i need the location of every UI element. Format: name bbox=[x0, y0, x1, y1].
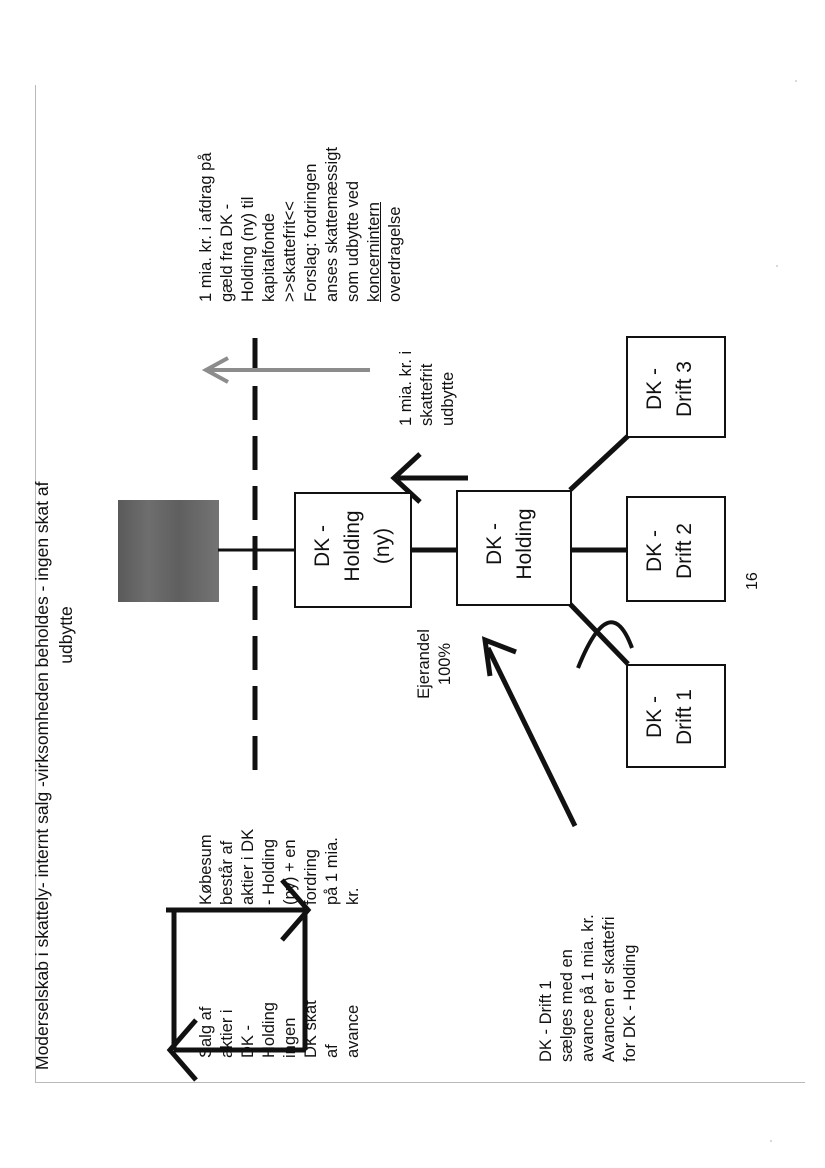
note-afdrag-line: anses skattemæssigt bbox=[323, 147, 341, 302]
note-share-sale: Salg af aktier i DK - Holding ingen DK s… bbox=[196, 1000, 364, 1058]
box-holding-ny-line-1: DK - bbox=[311, 525, 334, 567]
box-drift3-line-2: Drift 3 bbox=[673, 361, 696, 418]
arrow-share-sale-tip bbox=[280, 878, 312, 942]
note-dividend: 1 mia. kr. i skattefrit udbytte bbox=[396, 351, 459, 426]
note-afdrag-line: 1 mia. kr. i afdrag på bbox=[197, 152, 215, 303]
note-udbytte-line: skattefrit bbox=[418, 363, 436, 426]
note-salg-line: DK skat bbox=[302, 1000, 320, 1058]
note-drift1-line: Avancen er skattefri bbox=[600, 916, 618, 1062]
note-kobesum-line: - Holding bbox=[260, 838, 278, 905]
repayment-arrow-tip bbox=[201, 356, 229, 384]
link-holding-drift3 bbox=[568, 434, 630, 492]
note-afdrag-line: som udbytte ved bbox=[344, 180, 362, 302]
note-salg-line: Salg af bbox=[197, 1006, 215, 1058]
box-dk-holding: DK - Holding bbox=[456, 490, 572, 606]
link-holding-drift1 bbox=[568, 602, 630, 666]
note-kobesum-line: Købesum bbox=[197, 834, 215, 905]
note-drift1-sale: DK - Drift 1 sælges med en avance på 1 m… bbox=[536, 914, 641, 1062]
note-kobesum-line: aktier i DK bbox=[239, 828, 257, 905]
note-ejerandel-line: 100% bbox=[436, 642, 454, 686]
note-drift1-line: for DK - Holding bbox=[621, 944, 639, 1062]
note-afdrag-line: gæld fra DK - bbox=[218, 203, 236, 302]
arrow-purchase-price-tip bbox=[166, 1018, 198, 1082]
note-salg-line: aktier i bbox=[218, 1009, 236, 1058]
note-drift1-line: avance på 1 mia. kr. bbox=[579, 914, 597, 1062]
note-afdrag-line: kapitalfonde bbox=[260, 213, 278, 302]
note-ejerandel-line: Ejerandel bbox=[415, 629, 433, 699]
scan-speck bbox=[795, 80, 797, 82]
note-drift1-line: sælges med en bbox=[558, 949, 576, 1062]
tax-haven-parent-block bbox=[118, 500, 219, 602]
box-drift3-line-1: DK - bbox=[643, 368, 666, 410]
note-kobesum-line: (ny) + en bbox=[281, 839, 299, 905]
cut-arc bbox=[576, 620, 634, 669]
note-ownership: Ejerandel 100% bbox=[414, 604, 456, 724]
note-afdrag-line: Holding (ny) til bbox=[239, 196, 257, 302]
note-afdrag-line: >>skattefrit<< bbox=[281, 201, 299, 302]
scan-speck bbox=[770, 1140, 772, 1142]
note-repayment: 1 mia. kr. i afdrag på gæld fra DK - Hol… bbox=[196, 147, 406, 302]
note-salg-line: avance bbox=[344, 1004, 362, 1058]
note-salg-line: ingen bbox=[281, 1017, 299, 1058]
note-afdrag-underlined: koncernintern bbox=[365, 202, 383, 302]
box-drift2-line-2: Drift 2 bbox=[673, 523, 696, 580]
box-drift2-line-1: DK - bbox=[643, 530, 666, 572]
note-afdrag-line: Forslag: fordringen bbox=[302, 163, 320, 303]
note-salg-line: af bbox=[323, 1044, 341, 1058]
frame-line-top bbox=[35, 85, 36, 1083]
note-kobesum-line: fordring bbox=[302, 849, 320, 905]
box-drift1-line-1: DK - bbox=[643, 696, 666, 738]
sale-arrow-tip bbox=[481, 636, 517, 677]
note-kobesum-line: på 1 mia. bbox=[323, 837, 341, 905]
frame-line-bottom bbox=[35, 1082, 805, 1083]
box-holding-ny-line-2: Holding bbox=[341, 510, 364, 582]
note-kobesum-line: kr. bbox=[344, 887, 362, 905]
box-holding-ny-line-3: (ny) bbox=[371, 527, 394, 565]
note-salg-line: DK - bbox=[239, 1025, 257, 1058]
note-salg-line: Holding bbox=[260, 1002, 278, 1058]
box-holding-line-1: DK - bbox=[483, 523, 506, 565]
box-dk-drift-2: DK - Drift 2 bbox=[626, 496, 726, 602]
box-dk-drift-1: DK - Drift 1 bbox=[626, 664, 726, 768]
note-afdrag-line: overdragelse bbox=[386, 206, 404, 302]
note-purchase-price: Købesum består af aktier i DK - Holding … bbox=[196, 829, 364, 905]
box-dk-holding-ny: DK - Holding (ny) bbox=[294, 492, 412, 608]
note-drift1-line: DK - Drift 1 bbox=[537, 980, 555, 1062]
note-kobesum-line: består af bbox=[218, 840, 236, 905]
box-holding-line-2: Holding bbox=[513, 508, 536, 580]
scan-speck bbox=[776, 265, 778, 267]
note-udbytte-line: udbytte bbox=[439, 371, 457, 426]
box-drift1-line-2: Drift 1 bbox=[673, 689, 696, 746]
page-number: 16 bbox=[744, 572, 761, 590]
sale-arrow-line bbox=[485, 646, 578, 828]
box-dk-drift-3: DK - Drift 3 bbox=[626, 336, 726, 438]
note-udbytte-line: 1 mia. kr. i bbox=[397, 350, 415, 426]
